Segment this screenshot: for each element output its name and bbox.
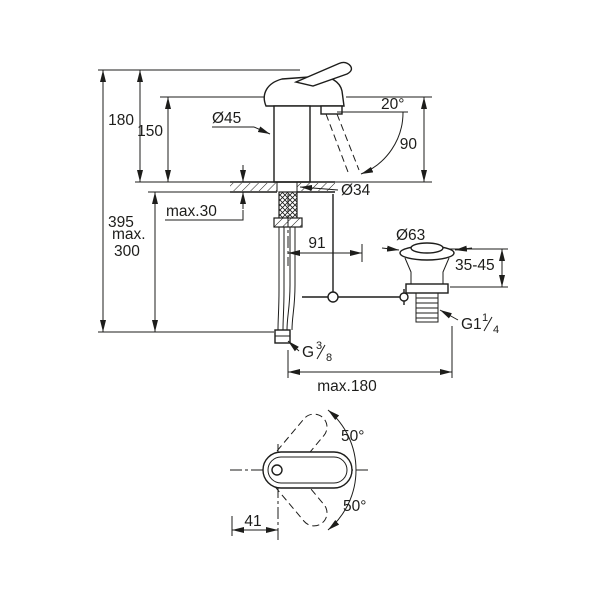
dim-label-dia45: Ø45 bbox=[212, 110, 241, 127]
drain-locknut bbox=[405, 283, 449, 294]
dimension-dia-45: Ø45 bbox=[212, 110, 271, 135]
drain-plug-dome bbox=[410, 242, 444, 254]
faucet-side-view bbox=[263, 61, 360, 183]
dimension-max-30: max.30 bbox=[165, 165, 246, 221]
water-stream-line bbox=[325, 113, 349, 173]
dimension-150: 150 bbox=[137, 97, 171, 182]
rod-ball-joint bbox=[327, 291, 339, 303]
dimension-180: 180 bbox=[108, 70, 143, 182]
supply-hose bbox=[277, 227, 280, 331]
dim-label-dia34: Ø34 bbox=[341, 182, 371, 199]
cartridge-pivot bbox=[271, 464, 283, 476]
pop-up-waste bbox=[399, 242, 455, 323]
dim-label-41: 41 bbox=[244, 513, 261, 530]
dimension-90: 90 bbox=[400, 97, 427, 182]
countertop-hatch-right bbox=[297, 183, 335, 191]
faucet-body bbox=[273, 105, 311, 183]
dim-label-max30: max.30 bbox=[166, 203, 217, 220]
dim-label-91: 91 bbox=[308, 235, 325, 252]
dim-label-300: 300 bbox=[114, 243, 140, 260]
dimension-91: 91 bbox=[288, 235, 363, 262]
supply-hose bbox=[291, 227, 296, 331]
dimension-35-45: 35-45 bbox=[450, 248, 508, 288]
dim-label-g38-base: G bbox=[302, 344, 314, 361]
dim-label-395: 395 bbox=[108, 214, 134, 231]
dimension-41: 41 bbox=[231, 513, 278, 536]
dim-label-90: 90 bbox=[400, 136, 418, 153]
under-deck-assembly bbox=[273, 191, 303, 344]
water-stream-line bbox=[336, 113, 360, 171]
dim-label-dia63: Ø63 bbox=[396, 227, 425, 244]
dim-label-180: 180 bbox=[108, 112, 134, 129]
dim-label-g114-den: 4 bbox=[493, 324, 499, 336]
dim-label-50deg-top: 50° bbox=[341, 428, 364, 445]
drain-body-taper bbox=[404, 257, 450, 284]
faucet-top-view: 50° 50° bbox=[230, 409, 368, 540]
swing-arc-down bbox=[327, 469, 357, 531]
dim-label-g114-num: 1 bbox=[482, 312, 488, 324]
dim-label-max180: max.180 bbox=[317, 378, 377, 395]
swing-arc-up bbox=[327, 409, 357, 471]
pop-up-rod bbox=[302, 194, 409, 305]
countertop-hatch-left bbox=[230, 183, 277, 191]
dim-label-35-45: 35-45 bbox=[455, 257, 495, 274]
dimension-max-180: max.180 bbox=[287, 326, 453, 395]
dim-label-g38-num: 3 bbox=[316, 340, 322, 352]
countertop-section bbox=[230, 181, 335, 193]
dimension-g-3-8: G 3 8 bbox=[287, 340, 332, 364]
clevis-screw bbox=[399, 292, 409, 302]
dimension-max-300: max. 300 bbox=[112, 192, 158, 332]
body-outline-top bbox=[262, 451, 353, 489]
dim-label-20deg: 20° bbox=[381, 96, 404, 113]
dimension-g1-1-4: G1 1 4 bbox=[439, 309, 499, 336]
extension-lines bbox=[98, 69, 432, 333]
tailpiece-threads bbox=[416, 297, 438, 319]
supply-hose bbox=[282, 227, 285, 331]
handle-outline-top bbox=[267, 456, 348, 484]
supply-hose bbox=[286, 227, 291, 331]
dimension-angle-20: 20° bbox=[337, 96, 408, 175]
faucet-lever-handle bbox=[293, 61, 353, 87]
dim-label-max: max. bbox=[112, 226, 146, 243]
dim-label-50deg-bottom: 50° bbox=[343, 498, 366, 515]
dim-label-150: 150 bbox=[137, 123, 163, 140]
dim-label-g114-base: G1 bbox=[461, 316, 482, 333]
dim-label-g38-den: 8 bbox=[326, 352, 332, 364]
spout-aerator bbox=[320, 105, 343, 115]
dimension-395: 395 bbox=[100, 70, 134, 332]
dimension-dia-34: Ø34 bbox=[299, 182, 371, 199]
